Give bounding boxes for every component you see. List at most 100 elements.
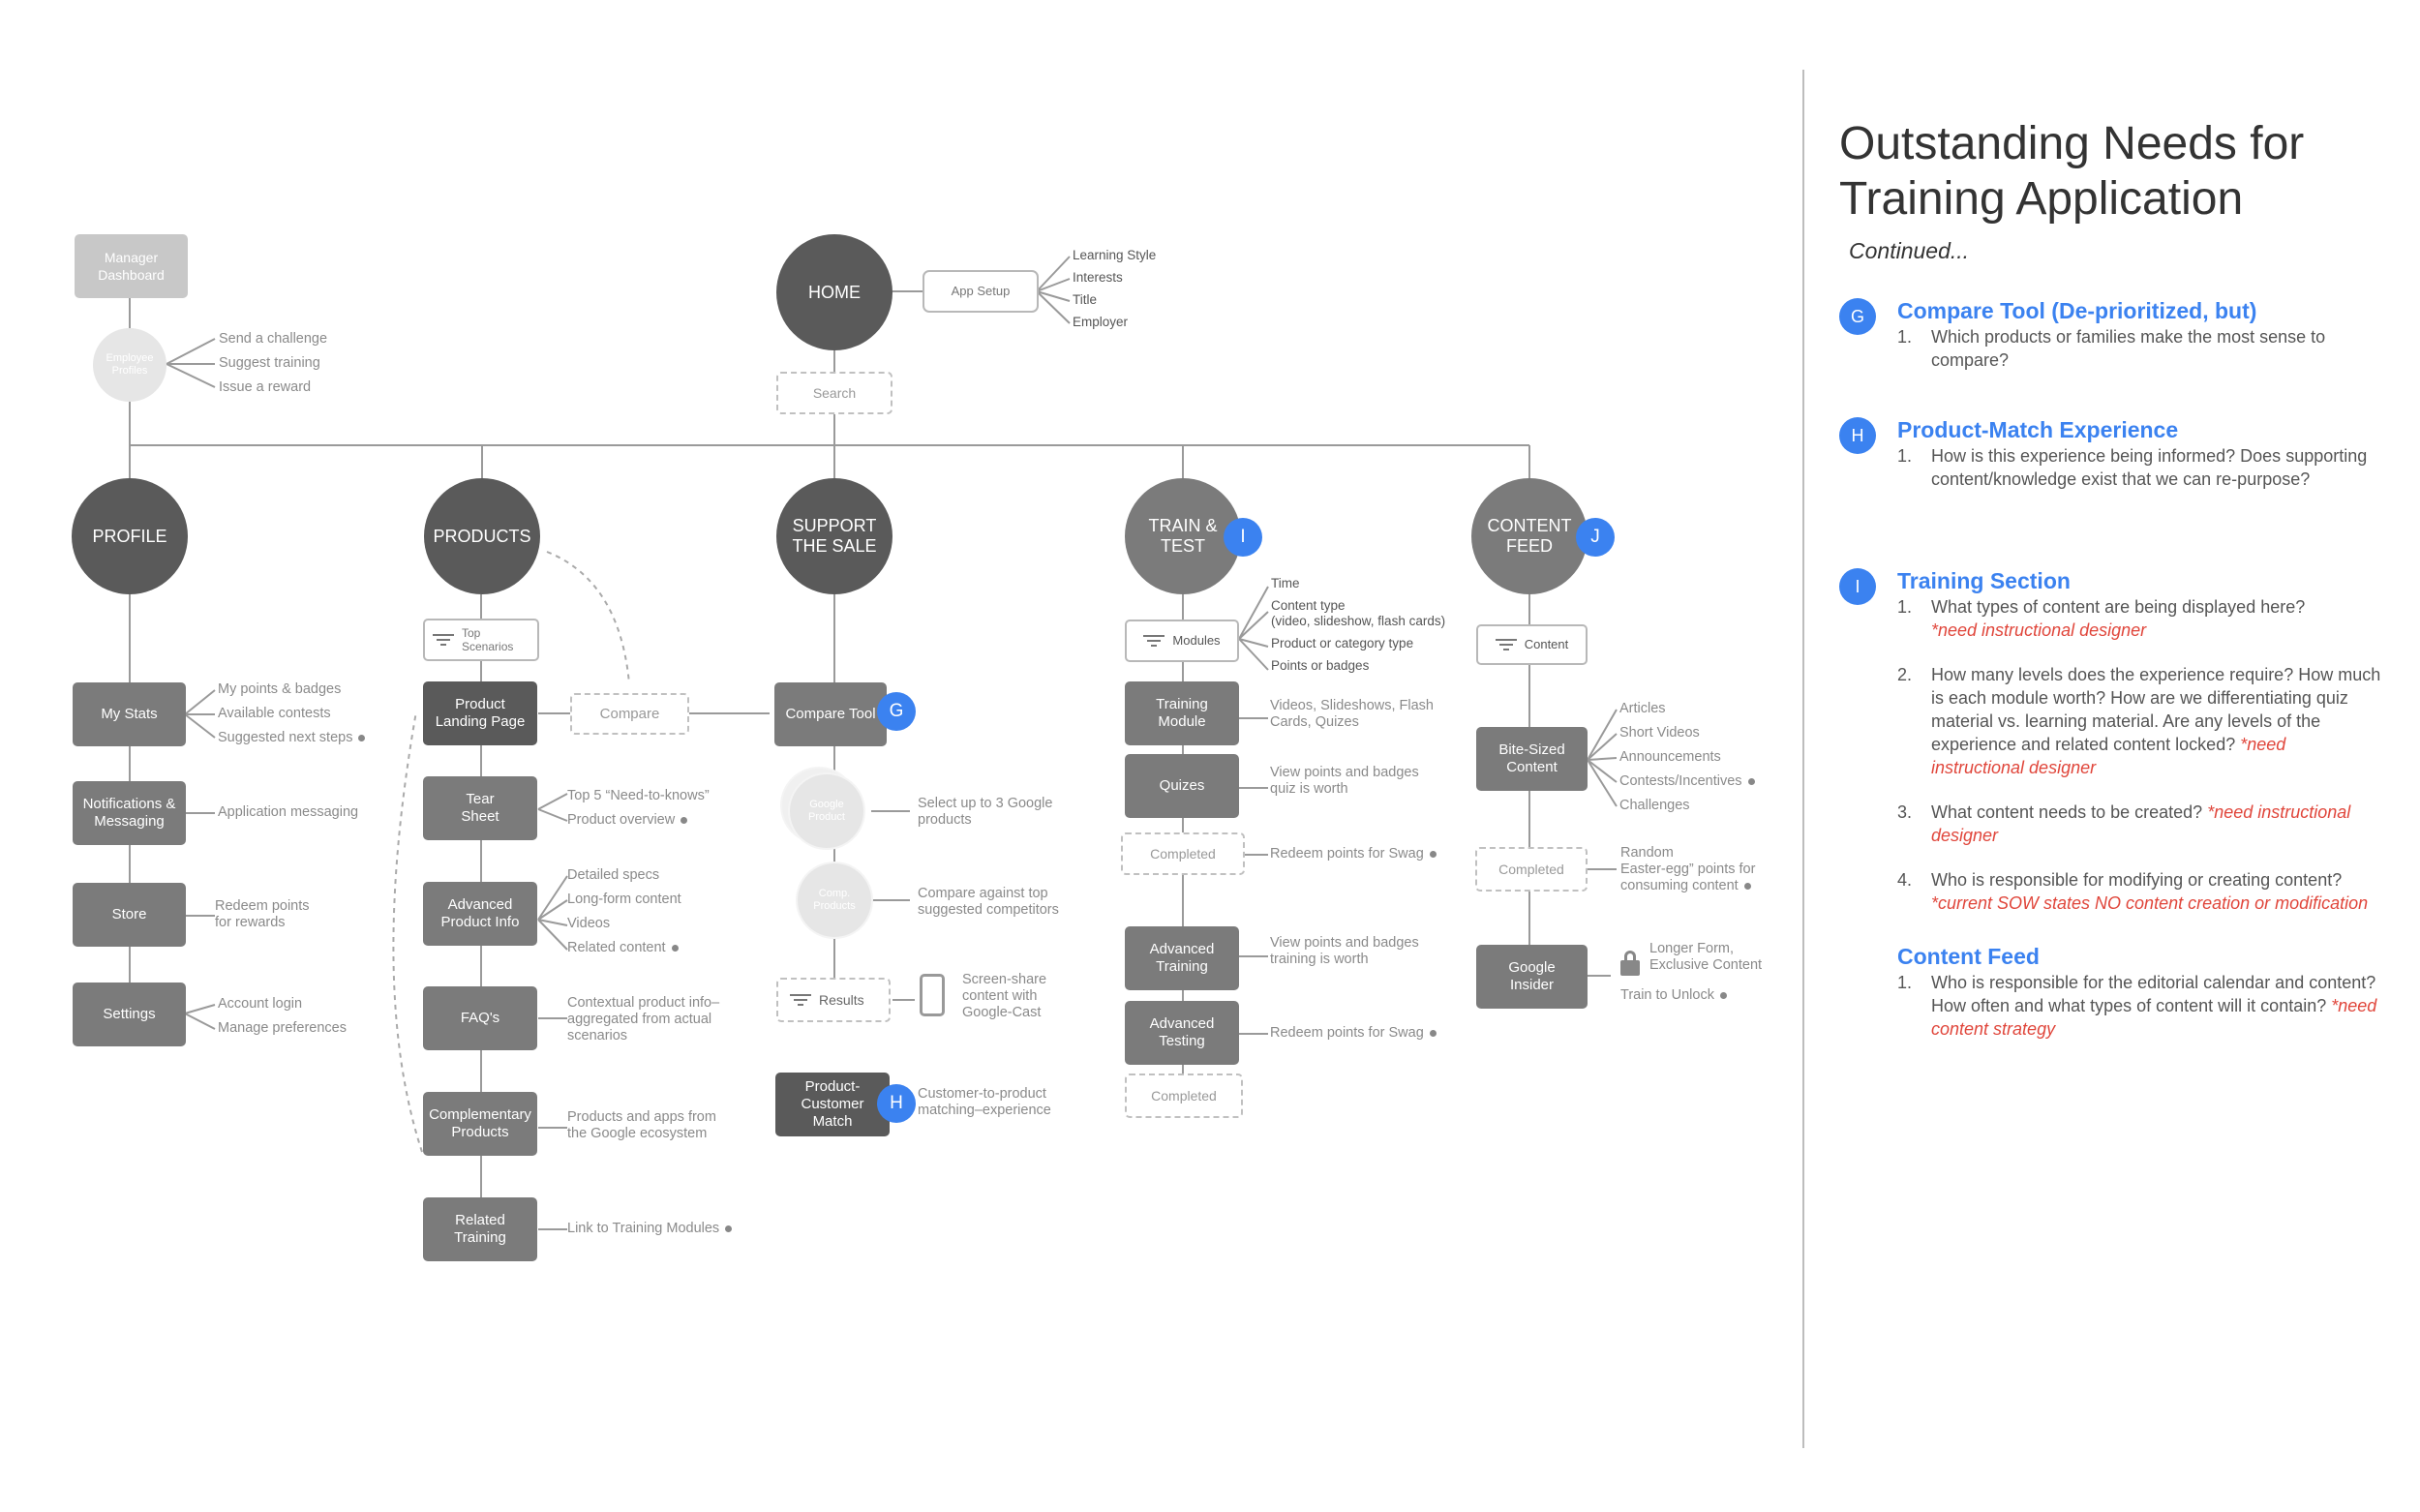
note: Available contests: [218, 706, 331, 721]
badge-j: J: [1576, 518, 1615, 557]
setup-item: Interests: [1073, 270, 1123, 285]
complementary-products-node[interactable]: Complementary Products: [423, 1092, 537, 1156]
google-product-note: Select up to 3 Google products: [918, 796, 1053, 828]
note: Product overview: [567, 812, 676, 828]
section-list: 1.Which products or families make the mo…: [1897, 325, 2381, 393]
content-feed-node[interactable]: CONTENT FEED: [1471, 478, 1588, 594]
note: Link to Training Modules: [567, 1221, 720, 1236]
section-heading: Content Feed: [1897, 944, 2040, 969]
manager-action: Send a challenge: [219, 331, 328, 347]
note: Account login: [218, 996, 303, 1012]
advanced-training-node[interactable]: Advanced Training: [1125, 926, 1239, 990]
related-training-node[interactable]: Related Training: [423, 1197, 537, 1261]
notifications-node[interactable]: Notifications & Messaging: [73, 781, 186, 845]
list-item: 1.Which products or families make the mo…: [1897, 327, 2326, 370]
list-item: 4.Who is responsible for modifying or cr…: [1897, 870, 2369, 913]
completed-node[interactable]: Completed: [1121, 832, 1245, 875]
store-node[interactable]: Store: [73, 883, 186, 947]
insider-note: Longer Form, Exclusive Content: [1649, 941, 1763, 973]
section-heading: Training Section: [1897, 568, 2071, 593]
content-filter-node[interactable]: Content: [1476, 624, 1588, 665]
products-node[interactable]: PRODUCTS: [424, 478, 540, 594]
complementary-note: Products and apps from the Google ecosys…: [567, 1109, 716, 1141]
results-node[interactable]: Results: [776, 978, 891, 1022]
bullet-dot-icon: [725, 1225, 733, 1232]
note: Articles: [1619, 701, 1666, 716]
note: Videos: [567, 916, 611, 931]
panel-subtitle: Continued...: [1849, 238, 1970, 263]
app-setup-node[interactable]: App Setup: [923, 270, 1039, 313]
advanced-testing-node[interactable]: Advanced Testing: [1125, 1001, 1239, 1065]
train-test-node[interactable]: TRAIN & TEST: [1125, 478, 1241, 594]
advanced-product-info-node[interactable]: Advanced Product Info: [423, 882, 537, 946]
setup-item: Employer: [1073, 315, 1129, 329]
bullet-dot-icon: [1747, 777, 1755, 785]
note: Redeem points for Swag: [1270, 846, 1424, 862]
manager-dashboard-node[interactable]: Manager Dashboard: [75, 234, 188, 298]
product-customer-match-node[interactable]: Product- Customer Match: [775, 1073, 890, 1136]
setup-items: Learning Style Interests Title Employer: [1073, 244, 1156, 333]
faqs-node[interactable]: FAQ's: [423, 986, 537, 1050]
comp-products-node[interactable]: Comp. Products: [798, 863, 871, 937]
completed-node-2[interactable]: Completed: [1125, 1074, 1243, 1118]
completed-note-row: Redeem points for Swag: [1270, 842, 1437, 866]
badge-i: I: [1839, 568, 1876, 605]
list-item: 2.How many levels does the experience re…: [1897, 665, 2381, 777]
note: Random Easter-egg” points for consuming …: [1620, 845, 1756, 893]
tablet-icon: [920, 974, 945, 1016]
advanced-product-notes: Detailed specs Long-form content Videos …: [567, 863, 681, 960]
note: Train to Unlock: [1620, 987, 1714, 1003]
note: Points or badges: [1271, 658, 1370, 673]
badge-g: G: [877, 692, 916, 731]
modules-node[interactable]: Modules: [1125, 620, 1239, 662]
bullet-dot-icon: [671, 944, 679, 952]
training-module-note: Videos, Slideshows, Flash Cards, Quizes: [1270, 698, 1434, 730]
section-list: 1.How is this experience being informed?…: [1897, 444, 2381, 512]
related-training-note-row: Link to Training Modules: [567, 1217, 733, 1241]
note: Redeem points for Swag: [1270, 1025, 1424, 1041]
manager-action: Suggest training: [219, 355, 320, 371]
bite-sized-notes: Articles Short Videos Announcements Cont…: [1619, 697, 1755, 818]
training-module-node[interactable]: Training Module: [1125, 681, 1239, 745]
note: Contests/Incentives: [1619, 773, 1742, 789]
list-item: 1.How is this experience being informed?…: [1897, 446, 2368, 489]
profile-node[interactable]: PROFILE: [72, 478, 188, 594]
support-the-sale-node[interactable]: SUPPORT THE SALE: [776, 478, 892, 594]
panel-title: Outstanding Needs for Training Applicati…: [1839, 118, 2305, 225]
list-item: 1.What types of content are being displa…: [1897, 597, 2306, 640]
filter-icon: [790, 991, 811, 1009]
advanced-training-note: View points and badges training is worth: [1270, 935, 1419, 967]
product-landing-page-node[interactable]: Product Landing Page: [423, 681, 537, 745]
setup-item: Title: [1073, 292, 1098, 307]
google-product-node[interactable]: Google Product: [790, 774, 863, 848]
bullet-dot-icon: [1429, 850, 1437, 858]
note: Challenges: [1619, 798, 1690, 813]
note: Manage preferences: [218, 1020, 347, 1036]
panel-divider: [1802, 70, 1804, 1448]
note: Top 5 “Need-to-knows”: [567, 788, 710, 803]
sitemap-diagram: HOME App Setup Learning Style Interests …: [72, 234, 1763, 1261]
note: My points & badges: [218, 681, 342, 697]
bite-sized-content-node[interactable]: Bite-Sized Content: [1476, 727, 1588, 791]
search-node[interactable]: Search: [776, 372, 892, 414]
quizes-node[interactable]: Quizes: [1125, 754, 1239, 818]
settings-node[interactable]: Settings: [73, 983, 186, 1046]
section-heading: Product-Match Experience: [1897, 417, 2179, 442]
compare-tool-node[interactable]: Compare Tool: [774, 682, 887, 746]
tear-sheet-notes: Top 5 “Need-to-knows” Product overview: [567, 784, 710, 832]
note: Time: [1271, 576, 1300, 590]
google-insider-node[interactable]: Google Insider: [1476, 945, 1588, 1009]
faqs-note: Contextual product info– aggregated from…: [567, 995, 720, 1043]
manager-actions: Send a challenge Suggest training Issue …: [219, 327, 327, 400]
my-stats-node[interactable]: My Stats: [73, 682, 186, 746]
home-node[interactable]: HOME: [776, 234, 892, 350]
content-completed-node[interactable]: Completed: [1475, 847, 1588, 892]
note: Short Videos: [1619, 725, 1700, 741]
store-note: Redeem points for rewards: [215, 898, 310, 930]
note: Content type (video, slideshow, flash ca…: [1271, 598, 1446, 628]
tear-sheet-node[interactable]: Tear Sheet: [423, 776, 537, 840]
comp-products-note: Compare against top suggested competitor…: [918, 886, 1059, 918]
employee-profiles-node[interactable]: Employee Profiles: [93, 328, 166, 402]
compare-node[interactable]: Compare: [570, 693, 689, 735]
top-scenarios-node[interactable]: Top Scenarios: [423, 619, 539, 661]
